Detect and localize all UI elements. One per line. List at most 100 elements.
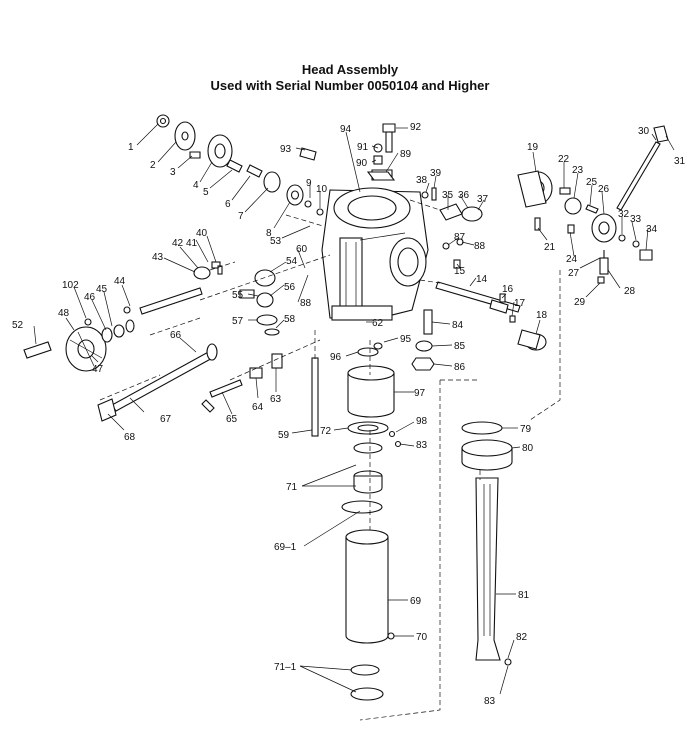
callout-18: 18 [536,310,548,321]
callout-5: 5 [203,187,209,198]
callout-69-1: 69–1 [274,542,297,553]
pulley-parts [156,114,324,216]
callout-88-left: 88 [300,298,312,309]
callout-39: 39 [430,168,442,179]
callout-41: 41 [186,238,198,249]
callout-23: 23 [572,165,584,176]
callout-35: 35 [442,190,454,201]
callout-97: 97 [414,388,426,399]
callout-84: 84 [452,320,464,331]
callout-1: 1 [128,142,134,153]
callout-16: 16 [502,284,514,295]
callout-57: 57 [232,316,244,327]
diagram-subtitle: Used with Serial Number 0050104 and High… [210,78,490,93]
callout-2: 2 [150,160,156,171]
callout-90: 90 [356,158,368,169]
callout-71: 71 [286,482,298,493]
callout-34: 34 [646,224,658,235]
callout-87: 87 [454,232,466,243]
callout-62: 62 [372,318,384,329]
callout-56: 56 [284,282,296,293]
callout-26: 26 [598,184,610,195]
callout-31: 31 [674,156,686,167]
callout-79: 79 [520,424,532,435]
callout-42: 42 [172,238,184,249]
callout-46: 46 [84,292,96,303]
leader-lines [33,123,675,695]
callout-88-right: 88 [474,241,486,252]
callout-66: 66 [170,330,182,341]
callout-92: 92 [410,122,422,133]
callout-53: 53 [270,236,282,247]
callout-98: 98 [416,416,428,427]
callout-94: 94 [340,124,352,135]
callout-27: 27 [568,268,580,279]
callout-54: 54 [286,256,298,267]
callout-96: 96 [330,352,342,363]
callout-86: 86 [454,362,466,373]
callout-48: 48 [58,308,70,319]
callout-28: 28 [624,286,636,297]
callout-47: 47 [92,364,104,375]
feed-gear-parts [421,125,669,284]
callout-25: 25 [586,177,598,188]
callout-17: 17 [514,298,526,309]
callout-14: 14 [476,274,488,285]
callout-72: 72 [320,426,332,437]
callout-67: 67 [160,414,172,425]
assembly-center-lines [99,199,561,721]
callout-80: 80 [522,443,534,454]
callout-82: 82 [516,632,528,643]
callout-19: 19 [527,142,539,153]
callout-45: 45 [96,284,108,295]
callout-33: 33 [630,214,642,225]
callout-64: 64 [252,402,264,413]
callout-85: 85 [454,341,466,352]
callout-83-spindle: 83 [484,696,496,707]
quill-assembly [311,309,435,701]
callout-83-quill: 83 [416,440,428,451]
callout-63: 63 [270,394,282,405]
callout-15: 15 [454,266,466,277]
callout-6: 6 [225,199,231,210]
callout-102: 102 [62,280,79,291]
callout-52: 52 [12,320,24,331]
callout-71-1: 71–1 [274,662,297,673]
callout-40: 40 [196,228,208,239]
callout-95: 95 [400,334,412,345]
callout-21: 21 [544,242,556,253]
callout-38: 38 [416,175,428,186]
callout-24: 24 [566,254,578,265]
callout-91: 91 [357,142,369,153]
callout-58: 58 [284,314,296,325]
callout-59: 59 [278,430,290,441]
callout-32: 32 [618,209,630,220]
callout-60: 60 [296,244,308,255]
callout-22: 22 [558,154,570,165]
callout-30: 30 [638,126,650,137]
callout-69: 69 [410,596,422,607]
callout-68: 68 [124,432,136,443]
callout-4: 4 [193,180,199,191]
callout-43: 43 [152,252,164,263]
callout-10: 10 [316,184,328,195]
callout-65: 65 [226,414,238,425]
callout-93: 93 [280,144,292,155]
callout-7: 7 [238,211,244,222]
callout-labels: 1 2 3 4 5 6 7 8 9 10 14 15 16 17 18 19 2… [12,122,686,707]
spindle-assembly [461,421,513,666]
callout-55: 55 [232,290,244,301]
callout-37: 37 [477,194,489,205]
callout-29: 29 [574,297,586,308]
callout-89: 89 [400,149,412,160]
pinion-shaft-parts [97,343,283,422]
callout-44: 44 [114,276,126,287]
callout-36: 36 [458,190,470,201]
callout-3: 3 [170,167,176,178]
callout-9: 9 [306,178,312,189]
worm-shaft [435,259,547,351]
head-casting [321,169,429,321]
callout-8: 8 [266,228,272,239]
